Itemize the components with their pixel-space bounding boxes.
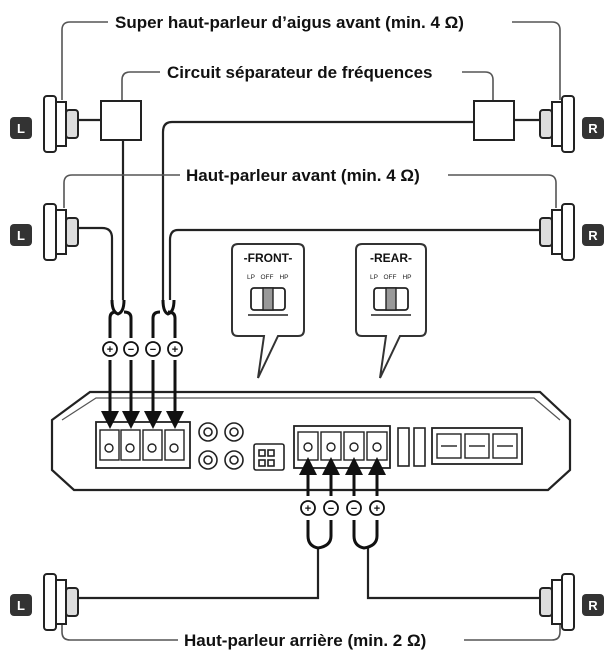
channel-badge-right-rear: R [582,594,604,616]
svg-text:−: − [128,344,134,356]
front-polarity-markers: + − − + [102,341,183,357]
rear-terminals [297,431,388,461]
speaker-front-tweeter-right [539,95,575,153]
rear-terminal-leads [299,457,386,550]
power-terminals [436,433,518,459]
tweeter-label: Super haut-parleur d’aigus avant (min. 4… [115,13,464,32]
svg-text:L: L [17,121,25,136]
svg-text:−: − [328,503,334,515]
speaker-front-right [539,203,575,261]
front-terminals [99,429,185,461]
svg-text:L: L [17,228,25,243]
svg-text:+: + [107,344,113,356]
svg-text:−: − [351,503,357,515]
rear-speaker-label: Haut-parleur arrière (min. 2 Ω) [184,631,426,650]
front-switch-title: -FRONT- [244,251,293,265]
rear-filter-switch-callout: -REAR- LP OFF HP [355,243,427,379]
crossover-box-right [473,100,515,141]
front-speaker-label: Haut-parleur avant (min. 4 Ω) [186,166,420,185]
svg-text:R: R [588,598,598,613]
speaker-rear-left [43,573,79,631]
rca-inputs [198,422,244,470]
channel-badge-left-rear: L [10,594,32,616]
svg-text:+: + [172,344,178,356]
svg-text:HP: HP [402,274,411,281]
crossover-box-left [100,100,142,141]
channel-badge-right-tweeter: R [582,117,604,139]
svg-text:OFF: OFF [261,274,274,281]
svg-text:HP: HP [279,274,288,281]
speaker-front-left [43,203,79,261]
channel-badge-right-front: R [582,224,604,246]
svg-text:LP: LP [247,274,255,281]
svg-text:R: R [588,228,598,243]
svg-text:LP: LP [370,274,378,281]
rear-switch-title: -REAR- [370,251,412,265]
fuse-slots [397,427,426,467]
front-filter-switch-callout: -FRONT- LP OFF HP [231,243,305,379]
svg-text:+: + [374,503,380,515]
channel-badge-left-front: L [10,224,32,246]
speaker-rear-right [539,573,575,631]
svg-text:−: − [150,344,156,356]
remote-connector [253,443,285,471]
front-terminal-leads [101,299,184,429]
crossover-label: Circuit séparateur de fréquences [167,63,432,82]
svg-text:+: + [305,503,311,515]
svg-text:OFF: OFF [384,274,397,281]
svg-text:R: R [588,121,598,136]
rear-polarity-markers: + − − + [300,500,385,516]
speaker-front-tweeter-left [43,95,79,153]
label-leaders [61,21,561,641]
speaker-wires [78,118,540,600]
channel-badge-left-tweeter: L [10,117,32,139]
svg-text:L: L [17,598,25,613]
